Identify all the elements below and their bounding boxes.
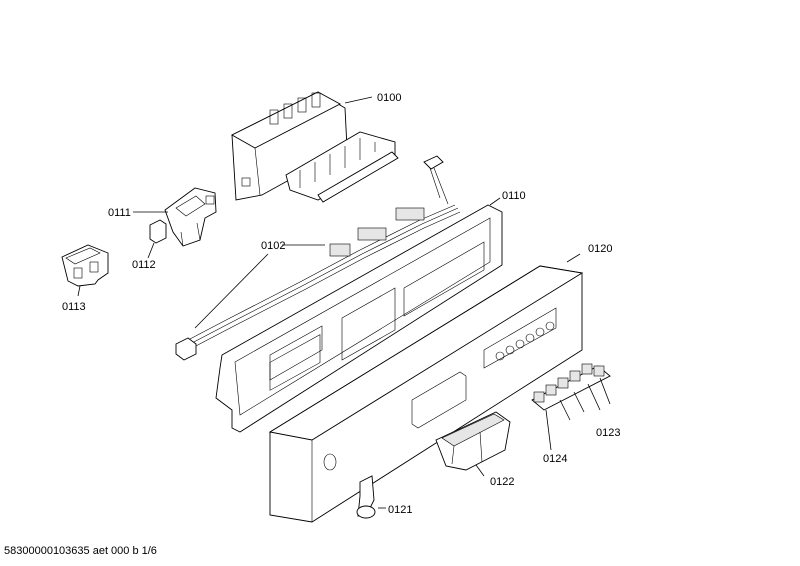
part-label-0121: 0121 xyxy=(388,504,412,516)
document-footer: 58300000103635 aet 000 b 1/6 xyxy=(4,545,157,557)
part-label-0110: 0110 xyxy=(502,190,526,202)
part-label-0123: 0123 xyxy=(596,427,620,439)
capacitor-0112 xyxy=(147,219,167,259)
part-label-0113: 0113 xyxy=(62,301,86,313)
part-label-0111: 0111 xyxy=(108,207,131,219)
control-frame-0110 xyxy=(215,197,503,433)
electronic-module-0100 xyxy=(231,91,399,203)
relay-0111 xyxy=(133,187,217,247)
component-0113 xyxy=(61,244,109,297)
knob-unit-0122 xyxy=(435,411,511,477)
part-label-0122: 0122 xyxy=(490,476,514,488)
part-label-0100: 0100 xyxy=(377,92,401,104)
part-label-0124: 0124 xyxy=(543,453,567,465)
part-label-0112: 0112 xyxy=(132,259,156,271)
front-panel-0120 xyxy=(268,253,584,523)
button-0121 xyxy=(356,475,386,519)
button-strip-0123-0124 xyxy=(531,363,611,451)
small-connector xyxy=(423,155,449,205)
wire-harness-0102 xyxy=(175,204,461,361)
part-label-0120: 0120 xyxy=(588,243,612,255)
part-label-0102: 0102 xyxy=(261,240,285,252)
